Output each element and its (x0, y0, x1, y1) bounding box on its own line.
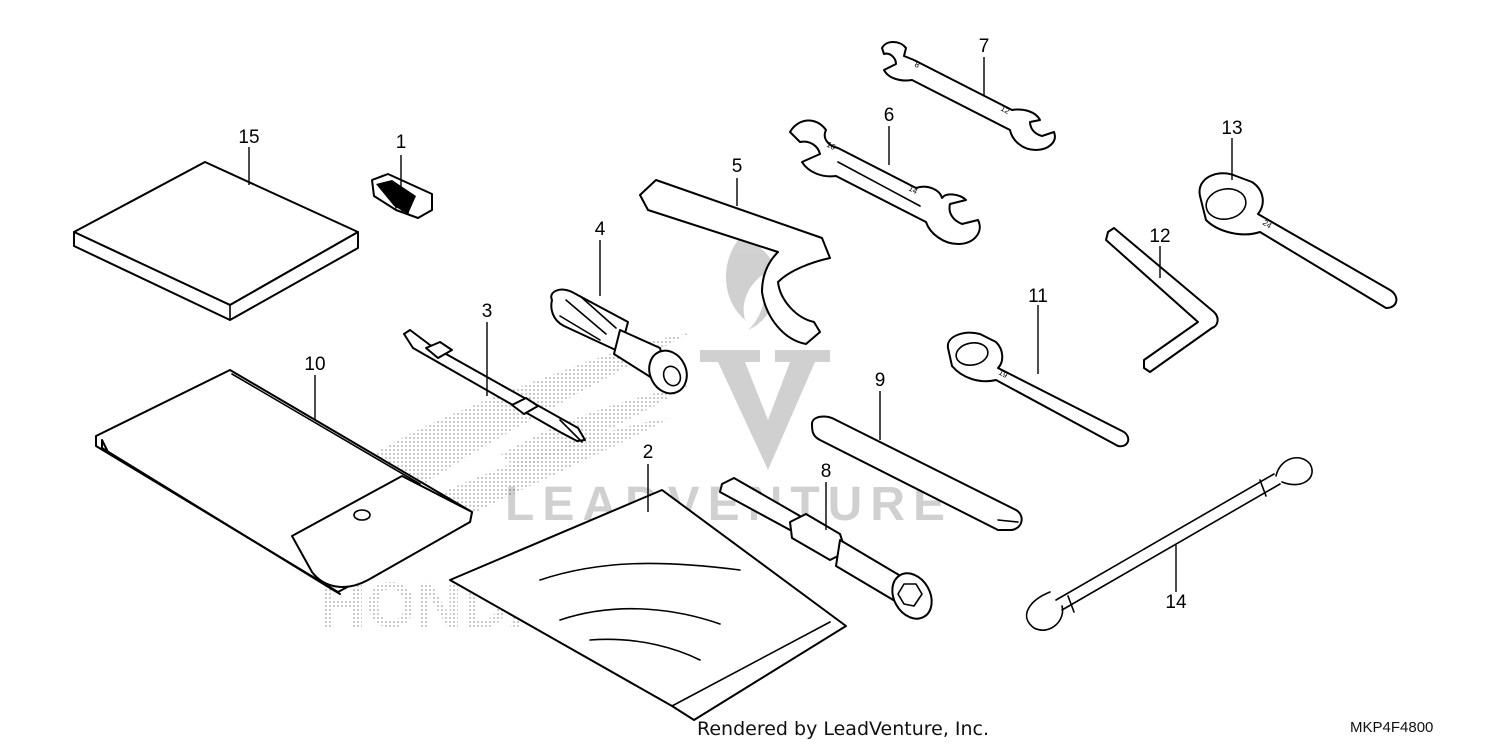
callout-11: 11 (1028, 286, 1048, 307)
part-3-screwdriver-bit (403, 329, 586, 443)
part-1-clip (371, 173, 433, 219)
part-13-ring-wrench-24: 24 (1198, 172, 1398, 309)
part-11-ring-wrench-19: 19 (946, 331, 1130, 448)
diagram-code: MKP4F4800 (1350, 719, 1434, 736)
callout-10: 10 (304, 354, 325, 375)
callout-3: 3 (482, 301, 493, 322)
part-6-wrench-10x14: 10 14 (789, 119, 981, 245)
callout-13: 13 (1221, 118, 1242, 139)
part-4-screwdriver-handle (550, 288, 688, 395)
part-7-wrench-8x12: 8 12 (881, 41, 1056, 151)
callout-15: 15 (238, 127, 259, 148)
leadventure-watermark: LEADVENTURE (505, 240, 945, 531)
part-2-plastic-bag (449, 489, 847, 721)
callout-2: 2 (643, 442, 654, 463)
callout-numbers: 1 2 3 4 5 6 7 8 9 10 11 12 13 14 15 (238, 36, 1242, 613)
part-15-owners-manual (73, 161, 359, 321)
part-10-tool-bag (95, 369, 473, 595)
callout-9: 9 (875, 370, 886, 391)
callout-12: 12 (1149, 226, 1170, 247)
leader-lines (248, 57, 1233, 592)
callout-14: 14 (1165, 592, 1187, 613)
part-14-cable (1025, 456, 1313, 631)
part-9-flat-bar (811, 415, 1023, 531)
callout-8: 8 (821, 461, 832, 482)
wrench-7-mark-a: 8 (913, 60, 922, 70)
callout-6: 6 (884, 105, 895, 126)
callout-4: 4 (595, 219, 606, 240)
rendered-by-caption: Rendered by LeadVenture, Inc. (697, 718, 990, 740)
part-8-plug-wrench (719, 477, 933, 620)
part-12-hex-key (1105, 227, 1219, 373)
callout-7: 7 (979, 36, 990, 57)
callout-5: 5 (732, 156, 743, 177)
part-5-pin-spanner (639, 179, 831, 345)
callout-1: 1 (396, 132, 407, 153)
